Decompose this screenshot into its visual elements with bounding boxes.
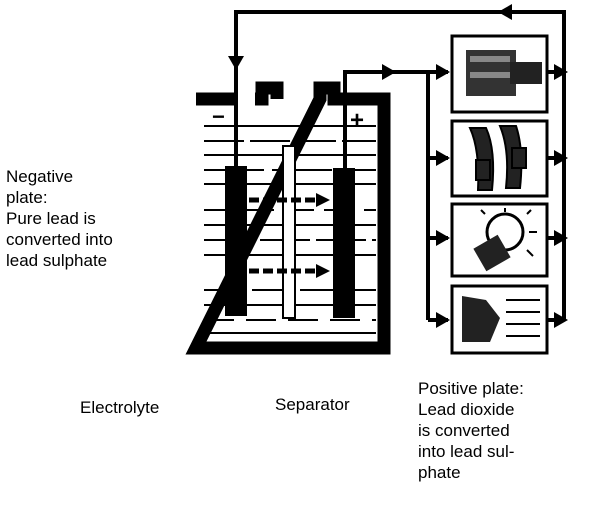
battery-container [185,81,391,355]
negative-plate-label: Negative plate: Pure lead is converted i… [6,167,113,270]
separator-label: Separator [275,395,350,414]
positive-plate [333,168,355,318]
positive-plate-label: Positive plate: Lead dioxide is converte… [418,379,524,482]
loudspeaker-icon [462,296,540,342]
cables-icon [468,125,527,191]
separator [282,145,296,319]
load-starter-motor [450,34,549,114]
ion-flow-arrows [249,193,330,278]
electrolyte-label: Electrolyte [80,398,160,417]
load-cables [450,119,549,198]
light-bulb-icon [473,208,537,272]
negative-terminal-sign: − [212,104,225,129]
wire-arrowheads [228,4,568,328]
load-light-bulb [450,202,549,278]
positive-terminal-sign: + [350,107,364,134]
negative-plate [225,166,247,316]
load-loudspeaker [450,284,549,355]
